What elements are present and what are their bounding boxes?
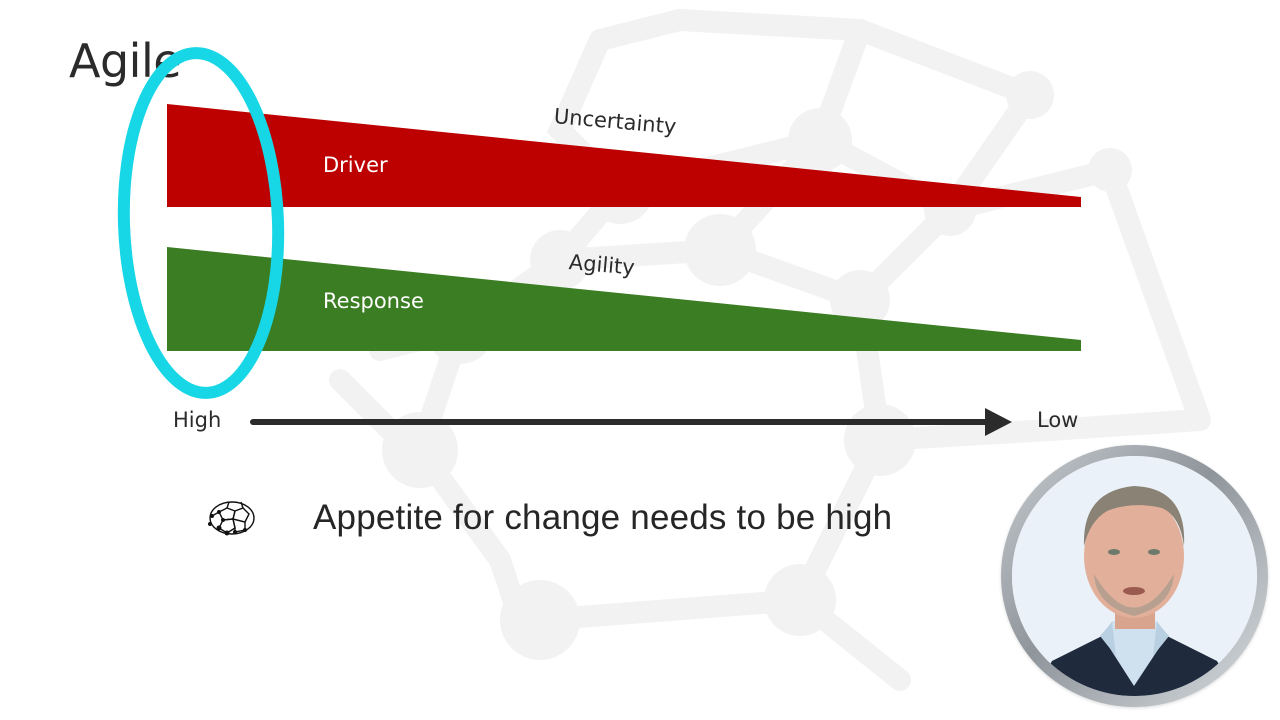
arrow-head-icon: [985, 408, 1012, 436]
presenter-video: [1001, 445, 1268, 707]
driver-wedge: [167, 104, 1081, 207]
axis-low-label: Low: [1037, 408, 1079, 432]
presenter-avatar-icon: [1012, 456, 1257, 696]
response-label: Response: [323, 289, 424, 313]
axis-high-label: High: [173, 408, 222, 432]
presenter-frame: [1012, 456, 1257, 696]
buckyball-molecule-icon: [208, 501, 255, 536]
bullet-point: Appetite for change needs to be high: [205, 490, 892, 546]
bullet-text: Appetite for change needs to be high: [313, 498, 893, 537]
driver-label: Driver: [323, 153, 388, 177]
response-wedge: [167, 247, 1081, 351]
